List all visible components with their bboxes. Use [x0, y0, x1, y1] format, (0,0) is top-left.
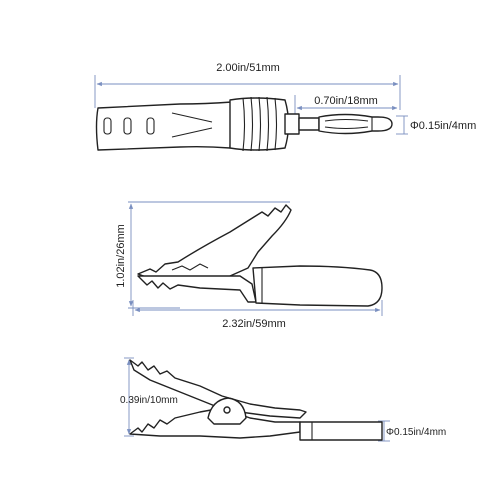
plug-boot	[95, 101, 233, 151]
boot-slot	[146, 117, 155, 135]
jaw-width-label: 0.39in/10mm	[120, 395, 178, 406]
body-ribs	[242, 96, 278, 152]
pivot-rivet	[223, 406, 231, 414]
side-clip-drawing: 1.02in/26mm 2.32in/59mm	[115, 201, 383, 330]
clip-length-label: 2.32in/59mm	[222, 318, 286, 330]
tip-length-label: 0.70in/18mm	[314, 95, 378, 107]
tip-diameter-label: Φ0.15in/4mm	[410, 120, 476, 132]
clip-insulator-handle	[252, 265, 383, 307]
plug-length-label: 2.00in/51mm	[216, 62, 280, 74]
top-clip-tail-rod	[299, 421, 383, 441]
plug-collar	[298, 117, 320, 131]
clip-height-label: 1.02in/26mm	[115, 224, 127, 288]
boot-grip-lines	[171, 112, 213, 138]
clip-upper-jaw	[137, 204, 292, 285]
banana-plug-drawing: 2.00in/51mm 0.70in/18mm Φ0.15in/4mm	[94, 62, 476, 152]
plug-neck	[284, 113, 300, 135]
boot-slot	[103, 117, 112, 135]
top-diameter-label: Φ0.15in/4mm	[386, 427, 446, 438]
plug-body	[229, 97, 290, 151]
boot-slot	[123, 117, 132, 135]
clip-inner-teeth	[171, 263, 209, 271]
top-clip-drawing: 0.39in/10mm Φ0.15in/4mm	[120, 357, 446, 442]
banana-tip	[318, 113, 393, 135]
tip-spring-lines	[324, 118, 369, 130]
clip-lower-jaw	[137, 275, 257, 303]
